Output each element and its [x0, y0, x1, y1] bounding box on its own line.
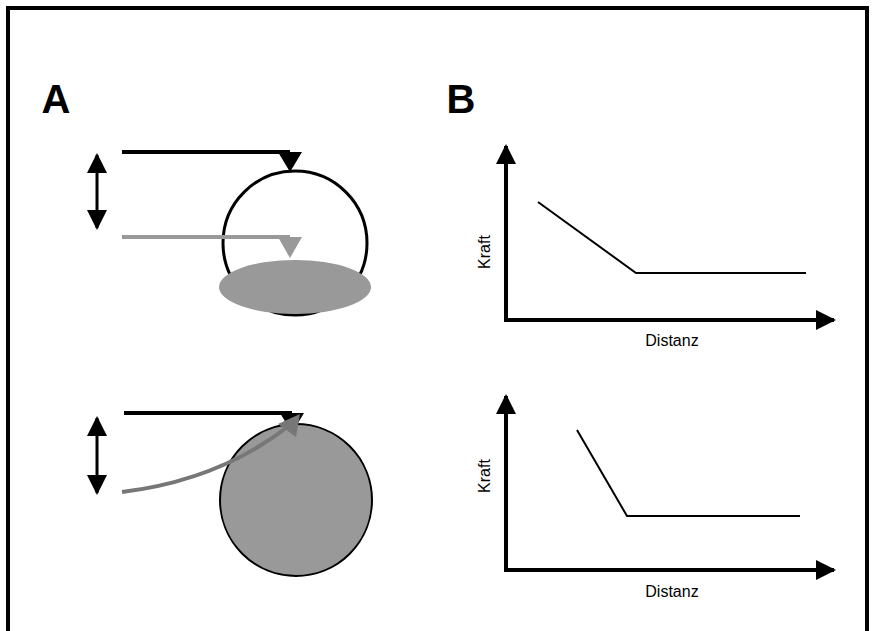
panel-letter: B — [447, 79, 476, 119]
frame — [8, 8, 867, 631]
axis-title: Kraft — [477, 459, 493, 493]
axis-title: Kraft — [477, 235, 493, 269]
force-distance-chart — [504, 396, 834, 570]
axis-title: Distanz — [645, 584, 698, 600]
axis-title: Distanz — [645, 333, 698, 349]
indentation-flat — [97, 152, 371, 315]
panel-letter: A — [42, 79, 71, 119]
indentation-stiff — [97, 413, 372, 576]
force-distance-chart — [504, 146, 834, 320]
